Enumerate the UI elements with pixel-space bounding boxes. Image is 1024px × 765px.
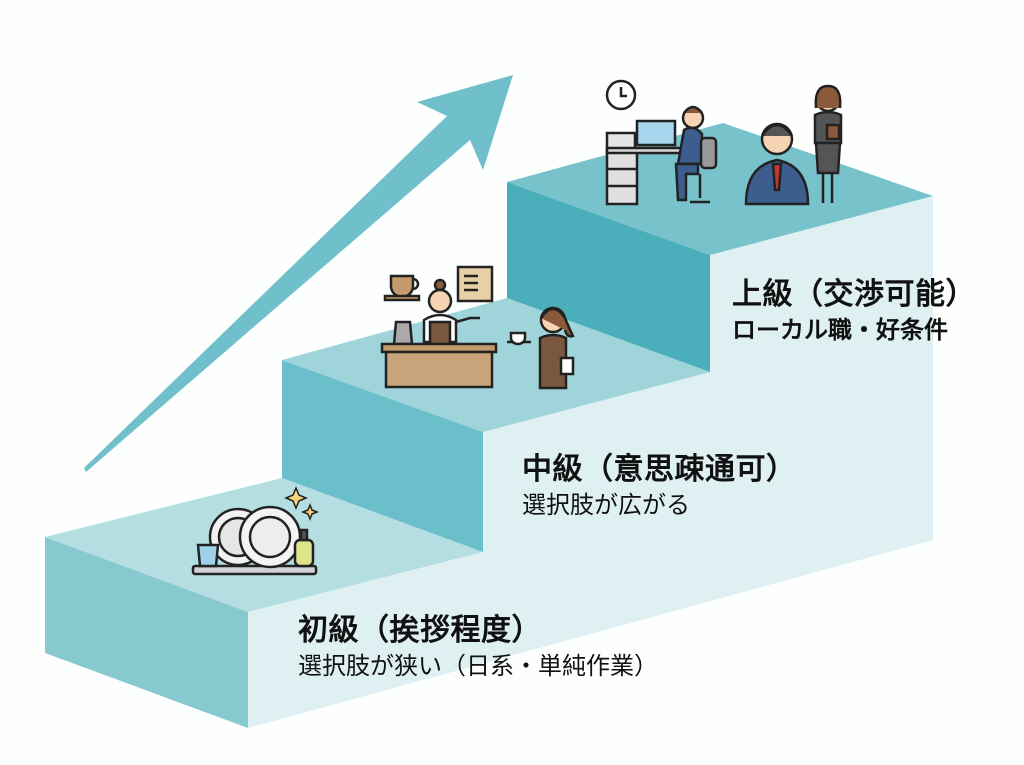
- step-mid-top: [282, 298, 710, 432]
- step-top-side: [507, 182, 710, 372]
- office-workers-icon: [605, 79, 843, 206]
- step-mid-side: [282, 360, 483, 552]
- step-low-title: 初級（挨拶程度）: [298, 613, 542, 648]
- step-top-title: 上級（交渉可能）: [732, 277, 976, 312]
- steps-front-face: [248, 196, 933, 728]
- step-mid-label: 中級（意思疎通可） 選択肢が広がる: [522, 451, 797, 521]
- step-top-subtitle: ローカル職・好条件: [732, 316, 948, 344]
- step-low-subtitle: 選択肢が狭い（日系・単純作業）: [298, 652, 658, 680]
- dish-rack-icon: [191, 486, 320, 576]
- step-mid-subtitle: 選択肢が広がる: [522, 491, 690, 519]
- step-low-label: 初級（挨拶程度） 選択肢が狭い（日系・単純作業）: [298, 612, 658, 682]
- growth-arrow-icon: [84, 75, 513, 472]
- step-mid-title: 中級（意思疎通可）: [522, 452, 797, 487]
- step-top-label: 上級（交渉可能） ローカル職・好条件: [732, 276, 976, 346]
- cafe-staff-icon: [380, 265, 575, 390]
- step-low-side: [45, 537, 248, 728]
